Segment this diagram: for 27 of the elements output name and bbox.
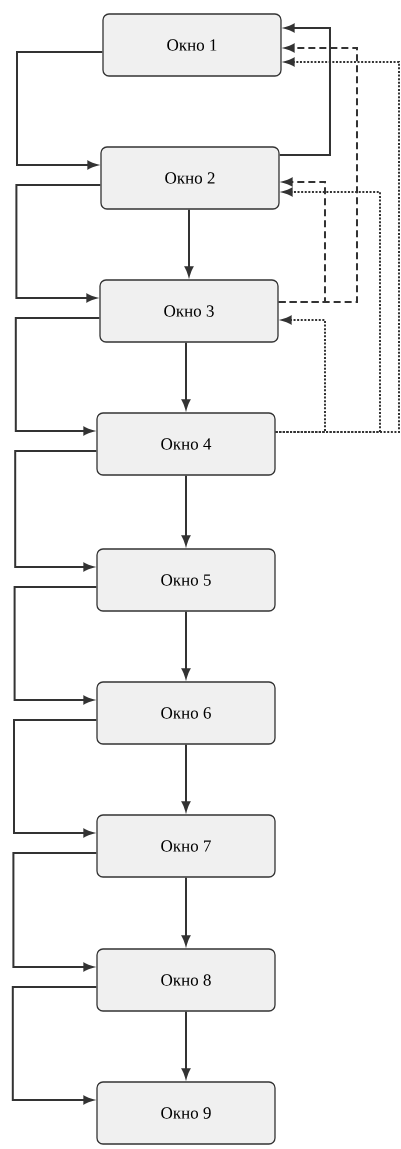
arrow [181, 474, 191, 546]
arrow [181, 610, 191, 679]
arrow [13, 586, 98, 705]
arrow [274, 315, 326, 433]
arrow [11, 986, 98, 1105]
arrow [181, 876, 191, 946]
window-box: Окно 9 [96, 1081, 276, 1145]
window-box: Окно 3 [99, 279, 279, 343]
arrow [181, 743, 191, 812]
window-box: Окно 8 [96, 948, 276, 1012]
arrow [181, 1010, 191, 1079]
window-box: Окно 5 [96, 548, 276, 612]
window-box: Окно 2 [100, 146, 280, 210]
arrow [277, 177, 326, 303]
arrow [278, 23, 331, 156]
arrow [184, 208, 194, 277]
window-box: Окно 1 [102, 13, 282, 77]
window-box: Окно 7 [96, 814, 276, 878]
arrow [13, 719, 98, 838]
arrow [16, 51, 104, 170]
arrow [14, 450, 98, 572]
window-box: Окно 4 [96, 412, 276, 476]
arrow [181, 341, 191, 410]
window-box: Окно 6 [96, 681, 276, 745]
arrow [14, 317, 101, 436]
arrow [15, 184, 102, 303]
arrow [12, 852, 98, 972]
